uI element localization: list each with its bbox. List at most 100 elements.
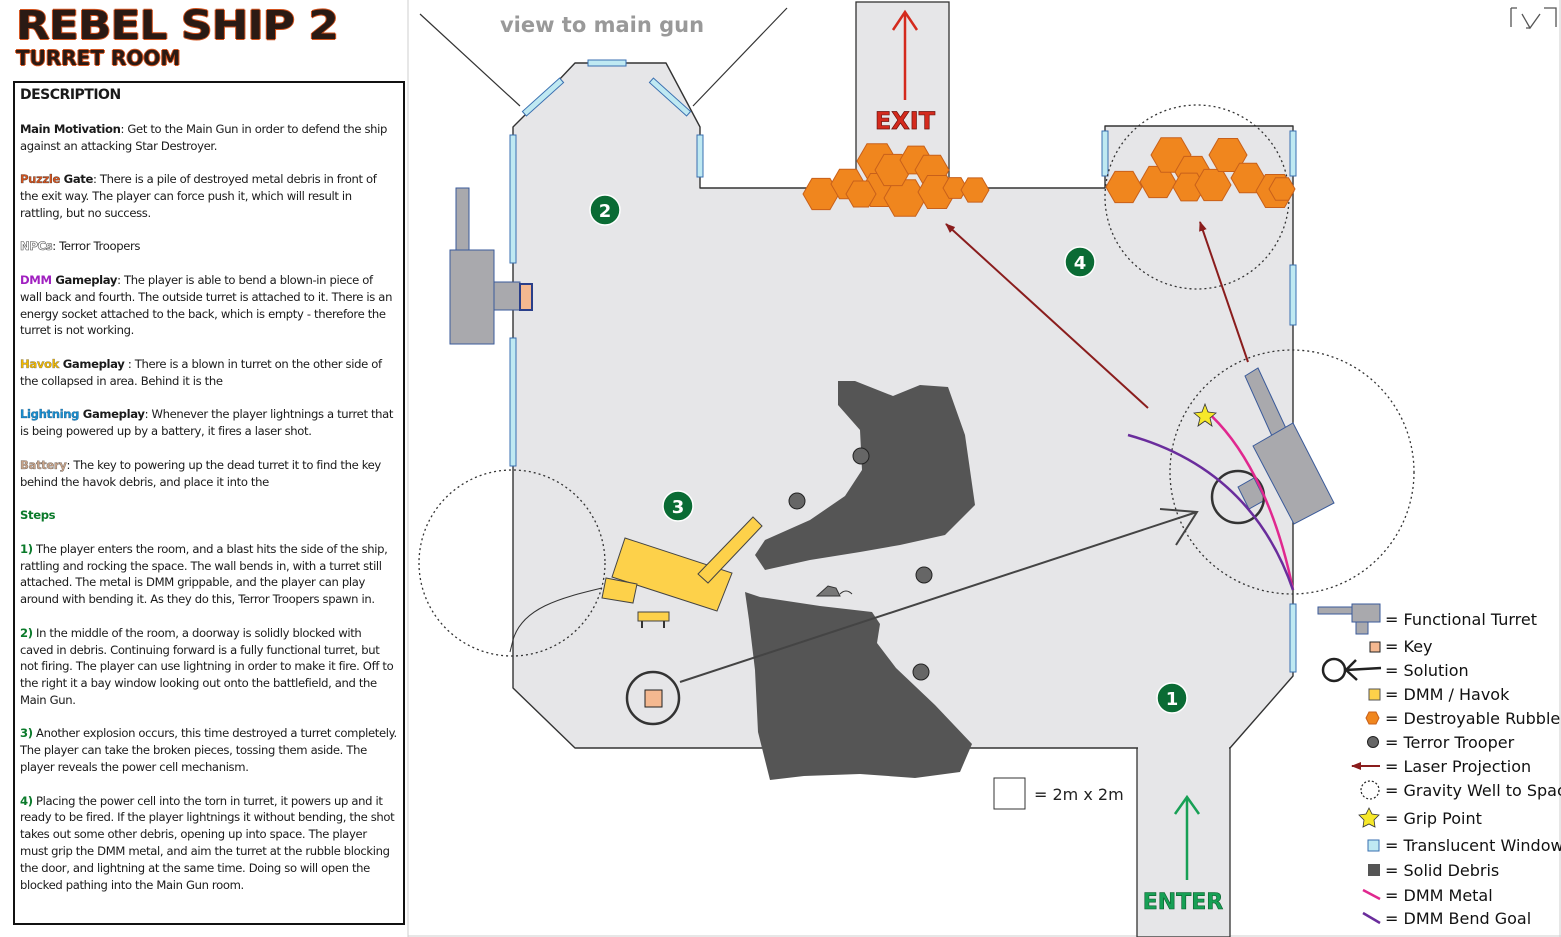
battery-text: : The key to powering up the dead turret… — [20, 457, 381, 489]
view-to-main-gun-label: view to main gun — [500, 13, 704, 37]
terror-trooper-1 — [852, 447, 870, 465]
description-heading: DESCRIPTION — [20, 87, 121, 103]
rubble-hex-bay-9 — [1268, 177, 1296, 201]
window-bay-right — [1289, 130, 1297, 177]
havok-label: Havok — [20, 356, 60, 371]
havok-panel-large — [611, 537, 733, 612]
havok-gameplay-text: : There is a blown in turret on the othe… — [20, 356, 382, 388]
grip-point-star — [1193, 402, 1217, 427]
main-motivation-paragraph: Main Motivation: Get to the Main Gun in … — [20, 121, 397, 155]
puzzle-label: Puzzle — [20, 172, 61, 187]
dmm-metal-icon — [1362, 888, 1381, 901]
energy-socket — [519, 283, 533, 311]
area-marker-1: 1 — [1156, 682, 1188, 714]
legend-item-destroyable-rubble: = Destroyable Rubble — [1365, 709, 1560, 728]
rubble-hex-exit-11 — [845, 180, 877, 208]
battery-label: Battery — [20, 457, 67, 472]
npcs-text: : Terror Troopers — [52, 239, 141, 254]
legend-item-dmm-metal: = DMM Metal — [1362, 886, 1493, 905]
terror-trooper-2 — [788, 492, 806, 510]
lightning-gameplay-label: Gameplay — [79, 407, 145, 422]
legend-label-key: = Key — [1385, 637, 1433, 656]
gate-label: Gate — [59, 172, 94, 187]
translucent-windows — [509, 59, 1297, 673]
area-marker-2: 2 — [589, 194, 621, 226]
legend-item-grip-point: = Grip Point — [1358, 807, 1482, 828]
area-marker-2-label: 2 — [599, 201, 612, 222]
steps-label: Steps — [20, 508, 56, 523]
dmm-gameplay-paragraph: DMM Gameplay: The player is able to bend… — [20, 272, 397, 339]
turret-right-body — [1252, 422, 1335, 525]
legend-item-laser-projection: = Laser Projection — [1351, 757, 1531, 776]
legend-label-dmm-bend-goal: = DMM Bend Goal — [1385, 909, 1531, 928]
rubble-hex-exit-4 — [883, 179, 927, 217]
havok-cable — [509, 587, 603, 653]
solid-debris-icon — [1368, 864, 1380, 876]
step-1-paragraph: 1) The player enters the room, and a bla… — [20, 541, 397, 608]
legend-label-terror-trooper: = Terror Trooper — [1385, 733, 1515, 752]
laser-projection-to-bay — [1199, 221, 1249, 363]
battery-paragraph: Battery: The key to powering up the dead… — [20, 457, 397, 491]
step-3-number: 3) — [20, 726, 33, 741]
step-3-paragraph: 3) Another explosion occurs, this time d… — [20, 725, 397, 775]
terror-trooper-4 — [912, 663, 930, 681]
window-right-mid — [1289, 264, 1297, 326]
legend-label-gravity-well: = Gravity Well to Space — [1385, 781, 1561, 800]
legend-item-translucent-window: = Translucent Window — [1367, 836, 1561, 855]
rubble-hex-exit-0 — [802, 177, 840, 211]
dmm-gameplay-text: : The player is able to bend a blown-in … — [20, 272, 393, 338]
rubble-hex-exit-9 — [942, 177, 968, 199]
main-motivation-label: Main Motivation — [20, 121, 121, 136]
legend: = Functional Turret = Key = Solution = D… — [1317, 603, 1561, 928]
legend-label-dmm-metal: = DMM Metal — [1385, 886, 1493, 905]
rubble-hex-bay-0 — [1105, 170, 1143, 204]
solution-path — [679, 511, 1198, 683]
exit-arrow-head — [891, 9, 919, 31]
area-marker-1-label: 1 — [1166, 689, 1179, 710]
grip-point-icon — [1358, 807, 1380, 828]
solid-debris-lower — [745, 592, 972, 780]
window-bay-left — [1101, 130, 1109, 177]
lightning-gameplay-paragraph: Lightning Gameplay: Whenever the player … — [20, 406, 397, 440]
step-1-number: 1) — [20, 541, 33, 556]
mouse-droid-tail — [839, 590, 853, 595]
havok-gameplay-label: Gameplay — [59, 356, 125, 371]
window-left-lower — [509, 337, 517, 467]
npcs-paragraph: NPCs: Terror Troopers — [20, 238, 397, 255]
legend-item-solution: = Solution — [1321, 657, 1469, 683]
title-block: REBEL SHIP 2 TURRET ROOM — [16, 6, 339, 68]
legend-label-destroyable-rubble: = Destroyable Rubble — [1385, 709, 1560, 728]
window-right-lower — [1289, 603, 1297, 673]
havok-turret-wreck — [601, 516, 763, 628]
gravity-well-right — [1169, 349, 1415, 595]
rubble-bay-pile — [1105, 137, 1296, 208]
legend-item-gravity-well: = Gravity Well to Space — [1360, 780, 1561, 800]
view-line-right — [692, 7, 788, 107]
rubble-hex-bay-4 — [1172, 172, 1206, 202]
dmm-bend-goal-icon — [1362, 911, 1381, 925]
step-2-text: In the middle of the room, a doorway is … — [20, 625, 394, 707]
area-marker-4-label: 4 — [1074, 253, 1087, 274]
exit-label: EXIT — [875, 107, 936, 135]
window-top-left — [521, 77, 565, 117]
outside-turret-left — [449, 187, 533, 345]
window-top — [587, 59, 627, 67]
terror-trooper-3 — [915, 566, 933, 584]
functional-turret-icon — [1317, 606, 1355, 615]
legend-item-functional-turret: = Functional Turret — [1317, 603, 1537, 635]
havok-bench-top — [637, 611, 670, 622]
lightning-label: Lightning — [20, 407, 80, 422]
step-2-paragraph: 2) In the middle of the room, a doorway … — [20, 625, 397, 709]
legend-label-functional-turret: = Functional Turret — [1385, 610, 1537, 629]
enter-label: ENTER — [1143, 890, 1223, 915]
rubble-hex-exit-10 — [960, 177, 990, 203]
solution-icon — [1321, 657, 1347, 683]
scale-label: = 2m x 2m — [1034, 785, 1124, 804]
key-power-cell — [644, 689, 663, 708]
legend-item-terror-trooper: = Terror Trooper — [1367, 733, 1515, 752]
dmm-bend-goal-curve — [1127, 433, 1295, 591]
npcs-label: NPCs — [20, 239, 53, 254]
view-line-left — [419, 13, 521, 107]
legend-label-solution: = Solution — [1385, 661, 1469, 680]
